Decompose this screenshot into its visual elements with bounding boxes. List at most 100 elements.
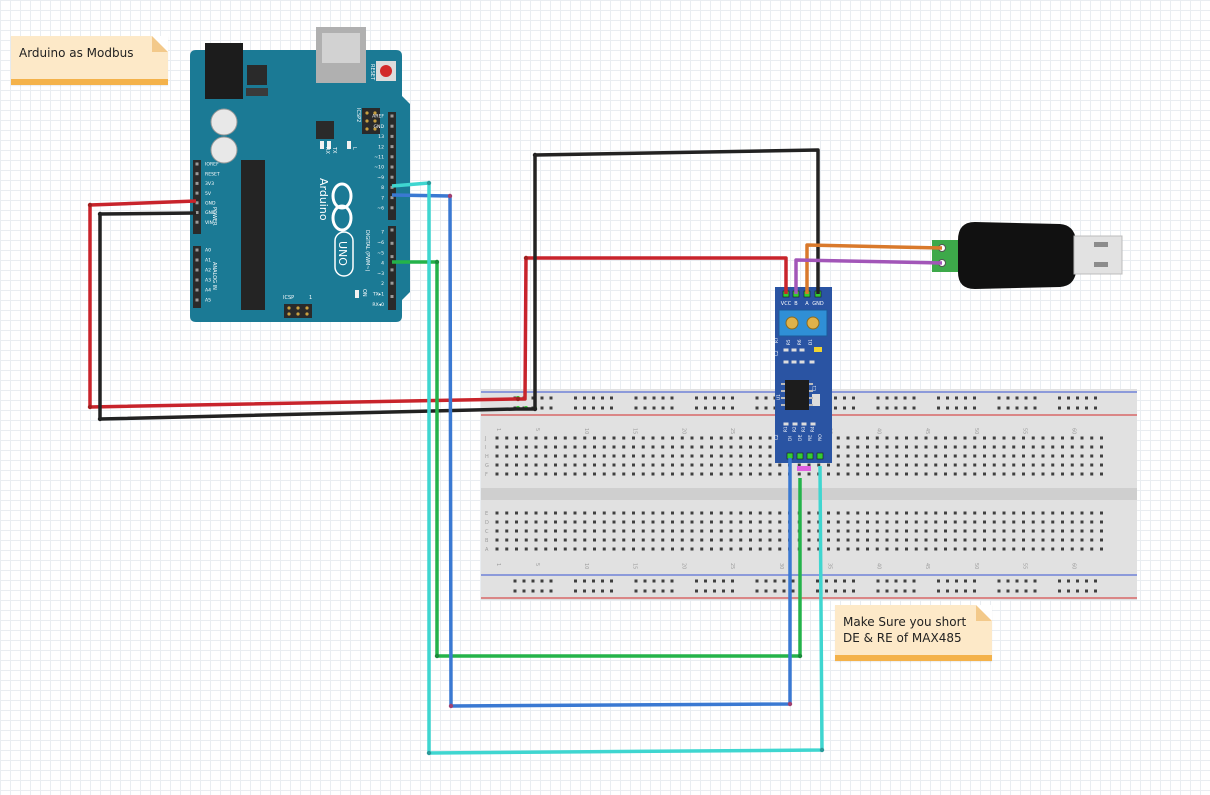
note-strip [11,79,168,85]
rail-hole [574,579,577,583]
chip-leg [781,383,785,385]
strip-hole [1012,511,1016,515]
arduino-uno-board: RESET ICSP2 ICSP 1 TX RX L ON Arduino UN… [190,27,410,322]
strip-hole [622,472,626,476]
strip-hole [885,547,889,551]
strip-hole [924,538,928,542]
reset-button-cap[interactable] [380,65,392,77]
rail-hole [1015,579,1019,583]
rail-hole [652,396,656,400]
strip-hole [671,445,674,449]
arduino-brand-text: Arduino [317,178,330,221]
wire-b-purple[interactable] [794,258,943,294]
strip-hole [953,463,957,467]
strip-hole [719,511,723,515]
column-number-top: 20 [680,428,686,434]
strip-hole [1070,520,1074,524]
strip-hole [534,454,538,458]
note-text: Make Sure you short DE & RE of MAX485 [843,615,967,645]
rail-hole [1006,589,1010,593]
header-pin [390,295,394,298]
strip-hole [885,436,889,440]
strip-hole [495,454,499,458]
strip-hole [534,538,538,542]
wire-5v-red[interactable] [88,199,788,409]
strip-hole [573,454,577,458]
strip-hole [739,445,743,449]
strip-hole [583,529,587,533]
rail-hole [610,589,613,593]
analog-section-label: ANALOG IN [211,262,217,290]
rail-hole [773,589,777,593]
rail-hole [852,396,855,400]
strip-hole [651,520,655,524]
rail-hole [601,396,604,400]
rail-hole [937,579,940,583]
header-pin [195,201,199,205]
strip-hole [1012,538,1016,542]
strip-hole [983,511,986,515]
strip-hole [1090,454,1094,458]
power-header [193,160,201,234]
rail-hole [755,579,759,583]
strip-hole [914,436,918,440]
strip-hole [739,529,743,533]
rail-hole [1015,589,1019,593]
strip-hole [524,454,528,458]
strip-hole [544,538,548,542]
wire-a-orange[interactable] [805,243,943,294]
strip-hole [554,445,557,449]
rail-hole [1024,396,1028,400]
rail-hole [755,589,759,593]
rail-hole [583,406,586,410]
strip-hole [632,454,635,458]
strip-hole [632,436,635,440]
strip-hole [963,436,967,440]
strip-hole [749,547,752,551]
max485-chip [785,380,809,410]
rail-hole [695,406,698,410]
strip-hole [1100,538,1103,542]
wire-bend-point [87,202,93,208]
rail-hole [997,589,1001,593]
strip-hole [895,511,899,515]
strip-hole [983,472,986,476]
strip-hole [700,520,704,524]
strip-hole [944,472,947,476]
strip-hole [1002,547,1006,551]
note-fold-corner [976,605,992,621]
header-pin-label: A0 [205,248,211,254]
strip-hole [690,547,694,551]
icsp2-label: ICSP2 [355,108,361,122]
wire-bend-point [87,404,93,410]
silkscreen-label: C2 [774,350,779,356]
arduino-logo [331,182,353,232]
strip-hole [710,538,713,542]
rail-hole [634,396,638,400]
strip-hole [690,454,694,458]
strip-hole [554,538,557,542]
tx-led [320,141,324,149]
wire-gnd-black[interactable] [98,148,820,421]
header-pin-label: 12 [378,144,384,150]
rail-hole [912,406,916,410]
strip-hole [953,520,957,524]
strip-hole [729,511,733,515]
strip-hole [875,472,879,476]
rail-hole [764,396,768,400]
strip-hole [866,445,869,449]
strip-hole [846,529,850,533]
smd-component [783,422,789,426]
strip-hole [749,472,752,476]
wire-bend-point [447,193,453,199]
module-top-pin-label: B [794,301,798,307]
strip-hole [895,529,899,533]
header-pin-label: 8 [381,185,384,191]
row-letter: B [485,538,489,544]
row-letter: C [485,529,489,535]
strip-hole [524,445,528,449]
strip-hole [700,529,704,533]
strip-hole [671,511,674,515]
icsp-label: ICSP [283,295,294,301]
row-letter: A [485,547,489,553]
